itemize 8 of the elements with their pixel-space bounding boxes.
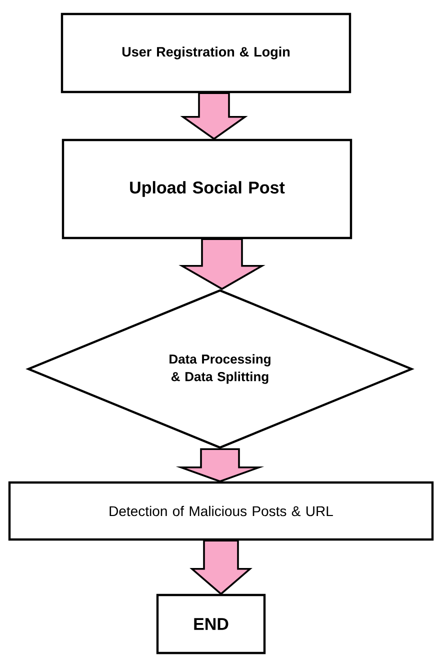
process-box: Detection of Malicious Posts & URL xyxy=(8,481,434,541)
block-arrow xyxy=(180,92,248,140)
process-box: END xyxy=(156,594,266,654)
process-box: Upload Social Post xyxy=(62,138,352,240)
block-arrow xyxy=(176,448,264,482)
block-arrow xyxy=(178,238,266,290)
block-arrow xyxy=(190,540,252,596)
process-box: User Registration & Login xyxy=(60,12,352,94)
